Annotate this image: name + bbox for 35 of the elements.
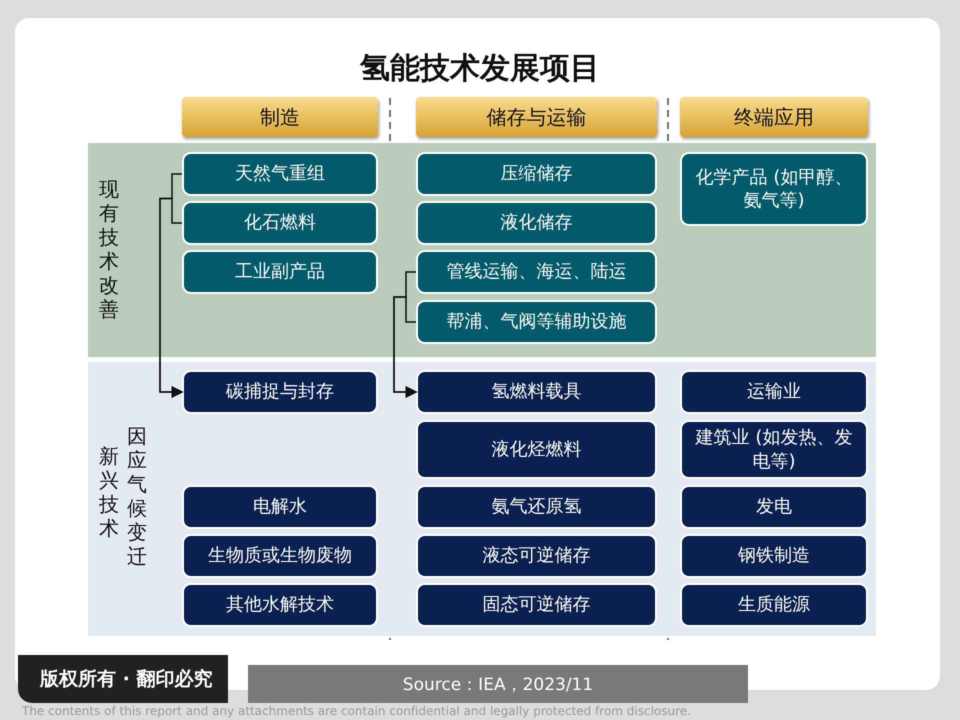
- technology-box: 管线运输、海运、陆运: [416, 250, 657, 294]
- technology-box: 压缩储存: [416, 152, 657, 196]
- column-header: 终端应用: [680, 97, 868, 137]
- technology-box: 工业副产品: [182, 250, 378, 294]
- technology-box: 液化烃燃料: [416, 420, 657, 479]
- technology-box: 液态可逆储存: [416, 534, 657, 578]
- title: 氢能技术发展项目: [358, 50, 601, 88]
- column-header: 制造: [182, 97, 378, 137]
- technology-box: 化学产品 (如甲醇、氨气等): [680, 152, 868, 226]
- band-label: 新兴技术: [98, 444, 120, 540]
- technology-box: 生质能源: [680, 583, 868, 627]
- technology-box: 天然气重组: [182, 152, 378, 196]
- band-label: 因应气候变迁: [126, 424, 148, 568]
- technology-box: 固态可逆储存: [416, 583, 657, 627]
- disclaimer-text: The contents of this report and any attachments are contain confidential and legally protected from disclosure.: [22, 704, 691, 718]
- technology-box: 钢铁制造: [680, 534, 868, 578]
- category-band: [88, 143, 876, 357]
- technology-box: 液化储存: [416, 201, 657, 245]
- technology-box: 电解水: [182, 485, 378, 529]
- technology-box: 化石燃料: [182, 201, 378, 245]
- technology-box: 运输业: [680, 370, 868, 414]
- bracket-arrow: [393, 296, 418, 398]
- technology-box: 发电: [680, 485, 868, 529]
- copyright-notice: 版权所有 · 翻印必究: [18, 655, 228, 703]
- technology-box: 其他水解技术: [182, 583, 378, 627]
- technology-box: 氢燃料载具: [416, 370, 657, 414]
- technology-box: 氨气还原氢: [416, 485, 657, 529]
- source-note: Source：IEA，2023/11: [248, 665, 748, 703]
- technology-box: 碳捕捉与封存: [182, 370, 378, 414]
- category-band: [88, 362, 876, 636]
- technology-box: 建筑业 (如发热、发电等): [680, 420, 868, 479]
- technology-box: 生物质或生物废物: [182, 534, 378, 578]
- band-label: 现有技术改善: [98, 177, 120, 321]
- column-header: 储存与运输: [416, 97, 657, 137]
- technology-box: 帮浦、气阀等辅助设施: [416, 300, 657, 344]
